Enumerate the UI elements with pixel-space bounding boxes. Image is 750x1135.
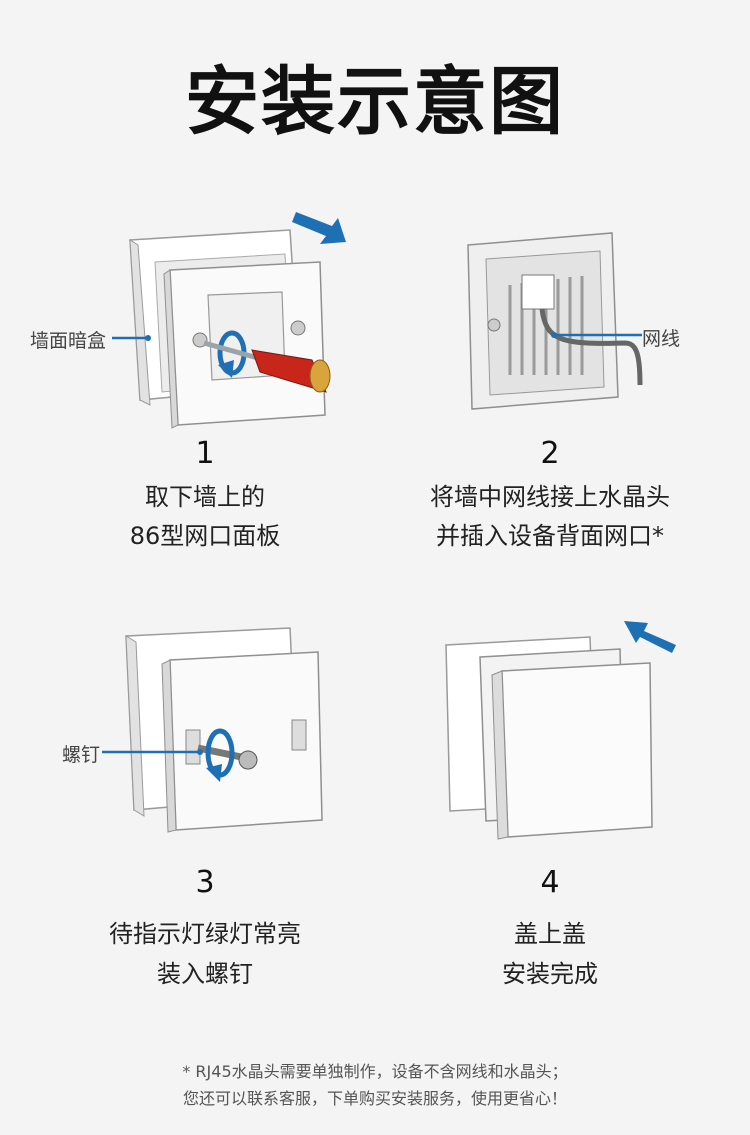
step4-line1: 盖上盖 — [514, 920, 586, 948]
step3-line1: 待指示灯绿灯常亮 — [109, 920, 301, 948]
step2-line1: 将墙中网线接上水晶头 — [430, 483, 670, 511]
step2-number: 2 — [540, 436, 560, 471]
callout-wall-box: 墙面暗盒 — [30, 330, 107, 352]
step2-line2: 并插入设备背面网口* — [436, 522, 664, 550]
callout-screw: 螺钉 — [62, 744, 101, 766]
step3-illustration — [102, 627, 323, 833]
step1-line2: 86型网口面板 — [129, 522, 281, 550]
page-title: 安装示意图 — [185, 59, 565, 145]
footnote-line2: 您还可以联系客服，下单购买安装服务，使用更省心！ — [182, 1089, 567, 1108]
step1-line1: 取下墙上的 — [145, 483, 265, 511]
step4-line2: 安装完成 — [502, 960, 598, 988]
callout-cable: 网线 — [642, 328, 681, 350]
step3-line2: 装入螺钉 — [157, 960, 253, 988]
step4-illustration — [445, 621, 676, 840]
step1-number: 1 — [195, 436, 215, 471]
step4-number: 4 — [540, 865, 560, 900]
step3-number: 3 — [195, 865, 215, 900]
step2-illustration — [467, 232, 643, 410]
step1-illustration — [112, 212, 346, 429]
footnote-line1: * RJ45水晶头需要单独制作，设备不含网线和水晶头； — [182, 1062, 568, 1081]
